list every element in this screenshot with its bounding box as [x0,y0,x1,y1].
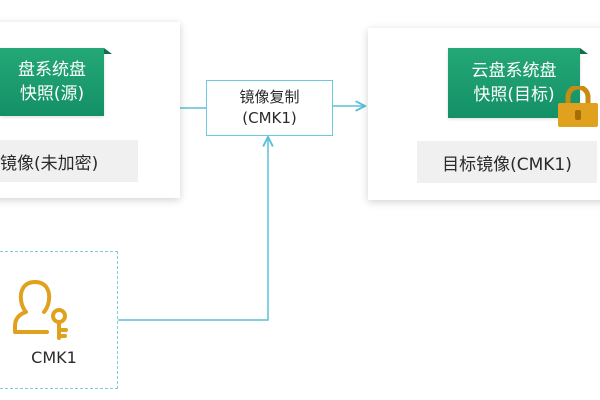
fold-corner [580,48,588,54]
source-snapshot-line1: 盘系统盘 [18,60,86,80]
copy-line2: (CMK1) [242,109,297,127]
target-snapshot-line2: 快照(目标) [473,85,555,105]
copy-line1: 镜像复制 [239,88,300,106]
target-snapshot-line1: 云盘系统盘 [471,61,557,81]
target-image-box: 目标镜像(CMK1) [417,141,597,183]
image-copy-box: 镜像复制 (CMK1) [206,80,333,136]
source-image-box: 镜像(未加密) [0,140,138,182]
source-snapshot-line2: 快照(源) [19,84,85,104]
target-image-label: 目标镜像(CMK1) [442,154,572,175]
cmk-key-box: CMK1 [0,251,118,389]
source-image-label: 镜像(未加密) [0,153,99,174]
fold-corner [104,48,112,54]
user-key-icon [13,280,68,340]
cmk-label: CMK1 [31,348,77,367]
lock-icon [558,86,598,127]
arrow-key-to-copy [116,138,268,321]
source-snapshot-box: 盘系统盘 快照(源) [0,48,112,116]
